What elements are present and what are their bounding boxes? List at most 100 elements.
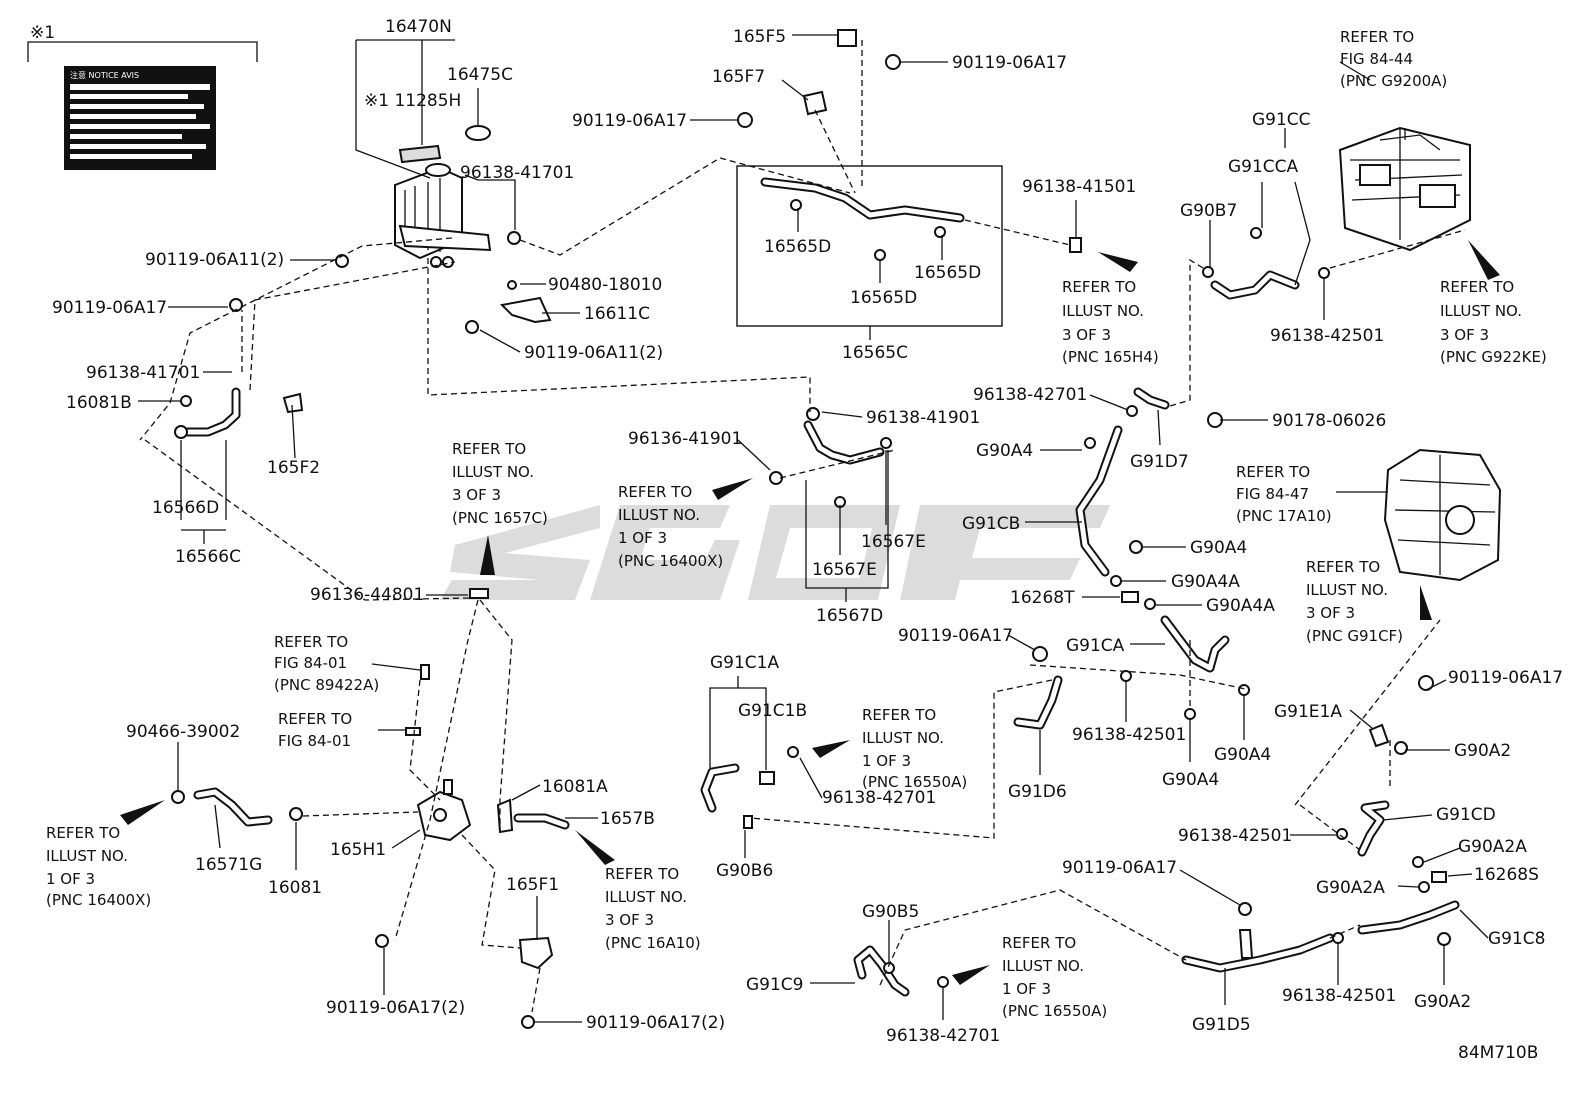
leader-lines — [138, 34, 1489, 1023]
hose-g91c1a — [700, 746, 799, 829]
svg-text:REFER TO: REFER TO — [618, 483, 692, 501]
svg-text:REFER TO: REFER TO — [278, 710, 352, 728]
svg-text:(PNC 16550A): (PNC 16550A) — [1002, 1002, 1107, 1020]
svg-text:FIG 84-01: FIG 84-01 — [274, 654, 347, 672]
svg-text:(PNC 1657C): (PNC 1657C) — [452, 509, 548, 527]
sensor-parts — [405, 588, 489, 736]
svg-text:ILLUST NO.: ILLUST NO. — [862, 729, 944, 747]
callout-96138-42501-d: 96138-42501 — [1178, 826, 1292, 846]
callout-g90a2-b: G90A2 — [1454, 741, 1511, 761]
refer-illust-1-16550a-b: REFER TO ILLUST NO. 1 OF 3 (PNC 16550A) — [1002, 934, 1107, 1020]
callout-g91cd: G91CD — [1436, 805, 1496, 825]
svg-text:REFER TO: REFER TO — [862, 706, 936, 724]
callout-g90b6: G90B6 — [716, 861, 773, 881]
callout-16566c: 16566C — [175, 547, 241, 567]
callout-g90a2a-a: G90A2A — [1316, 878, 1385, 898]
svg-text:ILLUST NO.: ILLUST NO. — [618, 506, 700, 524]
hose-g91cb — [1075, 425, 1156, 610]
watermark-logo — [440, 505, 1110, 600]
callout-90119-06a17-2-b: 90119-06A17(2) — [586, 1013, 725, 1033]
refer-illust-3-165h4: REFER TO ILLUST NO. 3 OF 3 (PNC 165H4) — [1062, 278, 1159, 366]
callout-g90b7: G90B7 — [1180, 201, 1237, 221]
callout-90480-18010: 90480-18010 — [548, 275, 662, 295]
callout-g91ca: G91CA — [1066, 636, 1125, 656]
callout-165f7: 165F7 — [712, 67, 765, 87]
callout-16081a: 16081A — [542, 777, 608, 797]
small-clamp-tank — [507, 231, 521, 245]
callout-96138-42501-a: 96138-42501 — [1270, 326, 1384, 346]
callout-16475c: 16475C — [447, 65, 513, 85]
callout-g91d6: G91D6 — [1008, 782, 1067, 802]
bracket-g91e1a — [1368, 675, 1434, 755]
svg-text:REFER TO: REFER TO — [274, 633, 348, 651]
callout-g91e1a: G91E1A — [1274, 702, 1342, 722]
svg-text:1 OF 3: 1 OF 3 — [862, 752, 911, 770]
svg-text:1 OF 3: 1 OF 3 — [1002, 980, 1051, 998]
callout-16567e-b: 16567E — [812, 560, 877, 580]
svg-text:FIG 84-44: FIG 84-44 — [1340, 50, 1413, 68]
svg-text:FIG 84-01: FIG 84-01 — [278, 732, 351, 750]
svg-text:REFER TO: REFER TO — [1340, 28, 1414, 46]
callout-96138-42701-c: 96138-42701 — [886, 1026, 1000, 1046]
reservoir-label — [398, 144, 442, 164]
callout-16565d-a: 16565D — [764, 237, 831, 257]
svg-text:(PNC 165H4): (PNC 165H4) — [1062, 348, 1159, 366]
refer-fig-84-01-89422a: REFER TO FIG 84-01 (PNC 89422A) — [274, 633, 379, 694]
callout-90119-06a11-a: 90119-06A11(2) — [145, 250, 284, 270]
callout-96138-41501: 96138-41501 — [1022, 177, 1136, 197]
reservoir-bracket — [499, 296, 552, 324]
refer-fig-84-47: REFER TO FIG 84-47 (PNC 17A10) — [1236, 463, 1332, 525]
svg-text:(PNC 16A10): (PNC 16A10) — [605, 934, 701, 952]
callout-90119-06a17-b: 90119-06A17 — [952, 53, 1067, 73]
callouts: 16470N 16475C ※1 11285H 96138-41701 9011… — [52, 17, 1563, 1046]
svg-text:3 OF 3: 3 OF 3 — [1062, 326, 1111, 344]
callout-16611c: 16611C — [584, 304, 650, 324]
callout-16268t: 16268T — [1010, 588, 1075, 608]
transaxle-unit — [1383, 448, 1502, 582]
svg-text:ILLUST NO.: ILLUST NO. — [452, 463, 534, 481]
pipe-g91d6 — [1013, 675, 1063, 730]
callout-g90a2-a: G90A2 — [1414, 992, 1471, 1012]
callout-90466-39002: 90466-39002 — [126, 722, 240, 742]
callout-g91cb: G91CB — [962, 514, 1020, 534]
callout-g90a4a-b: G90A4A — [1206, 596, 1275, 616]
hose-g91c8 — [1332, 900, 1460, 946]
callout-16565d-c: 16565D — [850, 288, 917, 308]
callout-16566d: 16566D — [152, 498, 219, 518]
callout-g90b5: G90B5 — [862, 902, 919, 922]
tank-bolts — [229, 254, 517, 334]
svg-text:3 OF 3: 3 OF 3 — [1306, 604, 1355, 622]
reference-notes: REFER TO FIG 84-44 (PNC G9200A) REFER TO… — [46, 28, 1547, 1020]
callout-g91c1a: G91C1A — [710, 653, 779, 673]
hose-g91c9 — [853, 945, 949, 997]
pipe-16565c — [760, 177, 965, 261]
diagram-code: 84M710B — [1458, 1043, 1538, 1063]
callout-g90a4-c: G90A4 — [1214, 745, 1271, 765]
refer-illust-3-16a10: REFER TO ILLUST NO. 3 OF 3 (PNC 16A10) — [605, 865, 701, 952]
callout-16567d: 16567D — [816, 606, 883, 626]
callout-96138-42701-a: 96138-42701 — [973, 385, 1087, 405]
svg-text:REFER TO: REFER TO — [1236, 463, 1310, 481]
callout-90119-06a17-f: 90119-06A17 — [1448, 668, 1563, 688]
hose-16567d — [769, 407, 892, 508]
svg-text:ILLUST NO.: ILLUST NO. — [46, 847, 128, 865]
callout-g91cc: G91CC — [1252, 110, 1311, 130]
callout-90119-06a17-a: 90119-06A17 — [52, 298, 167, 318]
callout-96138-42501-c: 96138-42501 — [1282, 986, 1396, 1006]
svg-text:1 OF 3: 1 OF 3 — [618, 529, 667, 547]
note-bracket: ※1 — [27, 23, 258, 62]
callout-165f1: 165F1 — [506, 875, 559, 895]
hose-g91d7 — [1126, 387, 1223, 428]
callout-16470n: 16470N — [385, 17, 452, 37]
svg-text:(PNC G91CF): (PNC G91CF) — [1306, 627, 1403, 645]
svg-text:REFER TO: REFER TO — [1002, 934, 1076, 952]
callout-90119-06a17-2-a: 90119-06A17(2) — [326, 998, 465, 1018]
refer-illust-3-g922ke: REFER TO ILLUST NO. 3 OF 3 (PNC G922KE) — [1440, 278, 1547, 366]
callout-16268s: 16268S — [1474, 865, 1539, 885]
callout-165h1: 165H1 — [330, 840, 386, 860]
svg-text:(PNC G9200A): (PNC G9200A) — [1340, 72, 1447, 90]
svg-text:REFER TO: REFER TO — [605, 865, 679, 883]
callout-g91cca: G91CCA — [1228, 157, 1299, 177]
hose-16566d — [174, 387, 304, 439]
